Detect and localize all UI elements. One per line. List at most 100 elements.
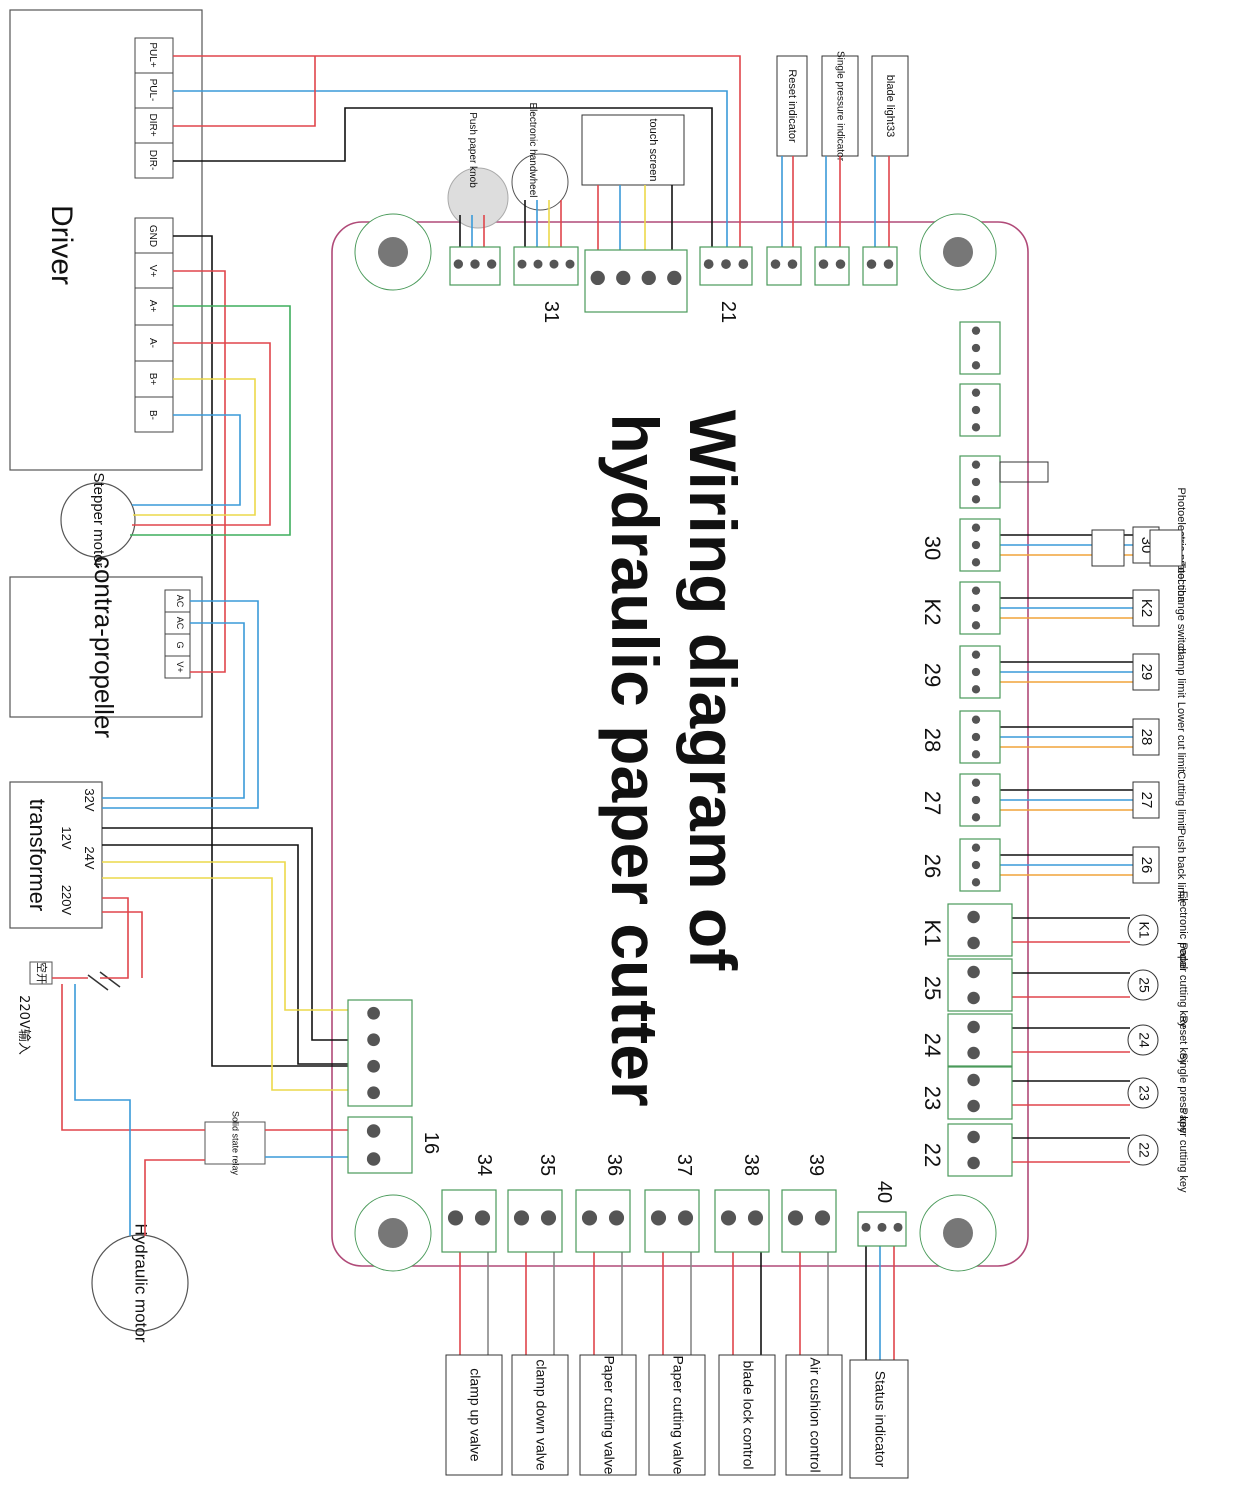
conn-16-pin xyxy=(366,1124,381,1138)
wire-24v-b xyxy=(102,844,378,1065)
wire-mains-relay xyxy=(61,984,205,1131)
limit-switch-27-tag: 27 xyxy=(1138,792,1155,809)
key-24-circle xyxy=(1127,1024,1159,1056)
conn-right-6-pin xyxy=(971,715,981,724)
driver-pin-b-plus: B+ xyxy=(147,373,158,386)
num-25: 25 xyxy=(920,976,945,1000)
touch-screen: touch screen xyxy=(581,114,685,186)
num-24: 24 xyxy=(920,1033,945,1057)
key-24-label: Reset key xyxy=(1177,1016,1189,1065)
conn-bottom-0-pin xyxy=(474,1210,491,1226)
title-line1: Wiring diagram of xyxy=(676,410,750,971)
conn-bottom-2-pin xyxy=(581,1210,598,1226)
wire-vplus xyxy=(173,270,226,673)
conn-right-8-pin xyxy=(971,843,981,852)
driver-label: Driver xyxy=(45,205,78,285)
limit-switch-26-tag: 26 xyxy=(1138,857,1155,874)
wire-gnd xyxy=(173,235,378,1067)
wire-pul-minus xyxy=(173,90,728,260)
conn-right-9-body xyxy=(947,903,1013,957)
driver-pin-vplus: V+ xyxy=(147,265,158,278)
conn-right-1-pin xyxy=(971,388,981,397)
conn-right-13 xyxy=(947,1123,1013,1177)
num-34: 34 xyxy=(473,1154,495,1176)
conn-21-pin xyxy=(703,259,714,269)
connectors xyxy=(347,246,1013,1253)
conn-touch-screen-pin xyxy=(616,270,631,286)
cp-pin-ac1: AC xyxy=(175,595,185,608)
cp-pin-ac2: AC xyxy=(175,617,185,630)
driver-pin-a-plus: A+ xyxy=(147,300,158,313)
valve-2: Paper cutting valve xyxy=(579,1354,637,1476)
conn-right-13-body xyxy=(947,1123,1013,1177)
conn-right-8-pin xyxy=(971,878,981,887)
conn-touch-screen-pin xyxy=(667,270,682,286)
conn-16 xyxy=(347,1116,413,1174)
conn-power-body xyxy=(347,999,413,1107)
wire-12v-a xyxy=(102,861,378,1011)
valve-5: Air cushion control xyxy=(785,1354,843,1476)
reset-indicator-label: Reset indicator xyxy=(786,69,798,143)
conn-knob-pin xyxy=(487,259,497,269)
conn-right-4 xyxy=(959,581,1001,635)
conn-right-2-pin xyxy=(971,495,981,504)
stepper-motor: Stepper motor xyxy=(60,472,136,568)
num-k1: K1 xyxy=(920,920,945,947)
conn-right-5-pin xyxy=(971,667,981,677)
valve-4: blade lock control xyxy=(718,1354,776,1476)
conn-blade xyxy=(862,246,898,286)
key-23-label: Single press key xyxy=(1177,1053,1189,1134)
conn-right-8-pin xyxy=(971,860,981,870)
conn-touch-screen-pin xyxy=(590,270,605,286)
conn-right-9-pin xyxy=(967,936,980,950)
hydraulic-motor: Hydraulic motor xyxy=(91,1223,189,1343)
hydraulic-motor-label: Hydraulic motor xyxy=(132,1223,151,1342)
wire-cp-ac1 xyxy=(102,600,259,809)
conn-knob-pin xyxy=(453,259,464,269)
driver-pin-pul-minus: PUL- xyxy=(147,79,158,102)
key-22-circle xyxy=(1127,1134,1159,1166)
key-24-tag: 24 xyxy=(1136,1032,1152,1048)
photoelectric-emitter xyxy=(1149,529,1183,567)
valve-3-label: Paper cutting valve xyxy=(670,1355,686,1474)
conn-right-4-pin xyxy=(971,586,981,595)
conn-bottom-1-pin xyxy=(513,1210,530,1226)
conn-right-7-pin xyxy=(971,778,981,787)
num-27: 27 xyxy=(920,791,945,815)
driver-top-pins: PUL+ PUL- DIR+ DIR- xyxy=(134,37,174,179)
conn-40-pin xyxy=(877,1222,887,1232)
conn-reset-ind-pin xyxy=(770,259,781,269)
conn-right-1-pin xyxy=(971,423,981,432)
valve-1: clamp down valve xyxy=(511,1354,569,1476)
conn-handwheel-pin xyxy=(517,259,527,269)
key-25-tag: 25 xyxy=(1136,977,1152,993)
conn-bottom-4-pin xyxy=(720,1210,737,1226)
driver-pin-gnd: GND xyxy=(147,225,158,247)
conn-right-10-body xyxy=(947,958,1013,1012)
conn-reset-ind xyxy=(766,246,802,286)
key-K1-tag: K1 xyxy=(1136,921,1152,938)
valve-5-box xyxy=(785,1354,843,1476)
wire-b-plus xyxy=(133,378,256,516)
stepper-motor-label: Stepper motor xyxy=(90,472,107,567)
conn-sp-ind xyxy=(814,246,850,286)
limit-switch-28-tag: 28 xyxy=(1138,729,1155,746)
wire-cp-ac2 xyxy=(102,622,245,799)
driver-pin-dir-minus: DIR- xyxy=(147,150,158,171)
valve-3-box xyxy=(648,1354,706,1476)
conn-right-7-pin xyxy=(971,813,981,822)
blade-light: blade light33 xyxy=(871,55,909,157)
conn-right-2-pin xyxy=(971,477,981,487)
conn-bottom-3-pin xyxy=(650,1210,667,1226)
valve-4-label: blade lock control xyxy=(740,1361,756,1470)
conn-sp-ind-pin xyxy=(818,259,829,269)
conn-right-13-pin xyxy=(967,1130,980,1144)
limit-switch-27-box xyxy=(1132,781,1160,819)
conn-right-12-pin xyxy=(967,1073,980,1087)
